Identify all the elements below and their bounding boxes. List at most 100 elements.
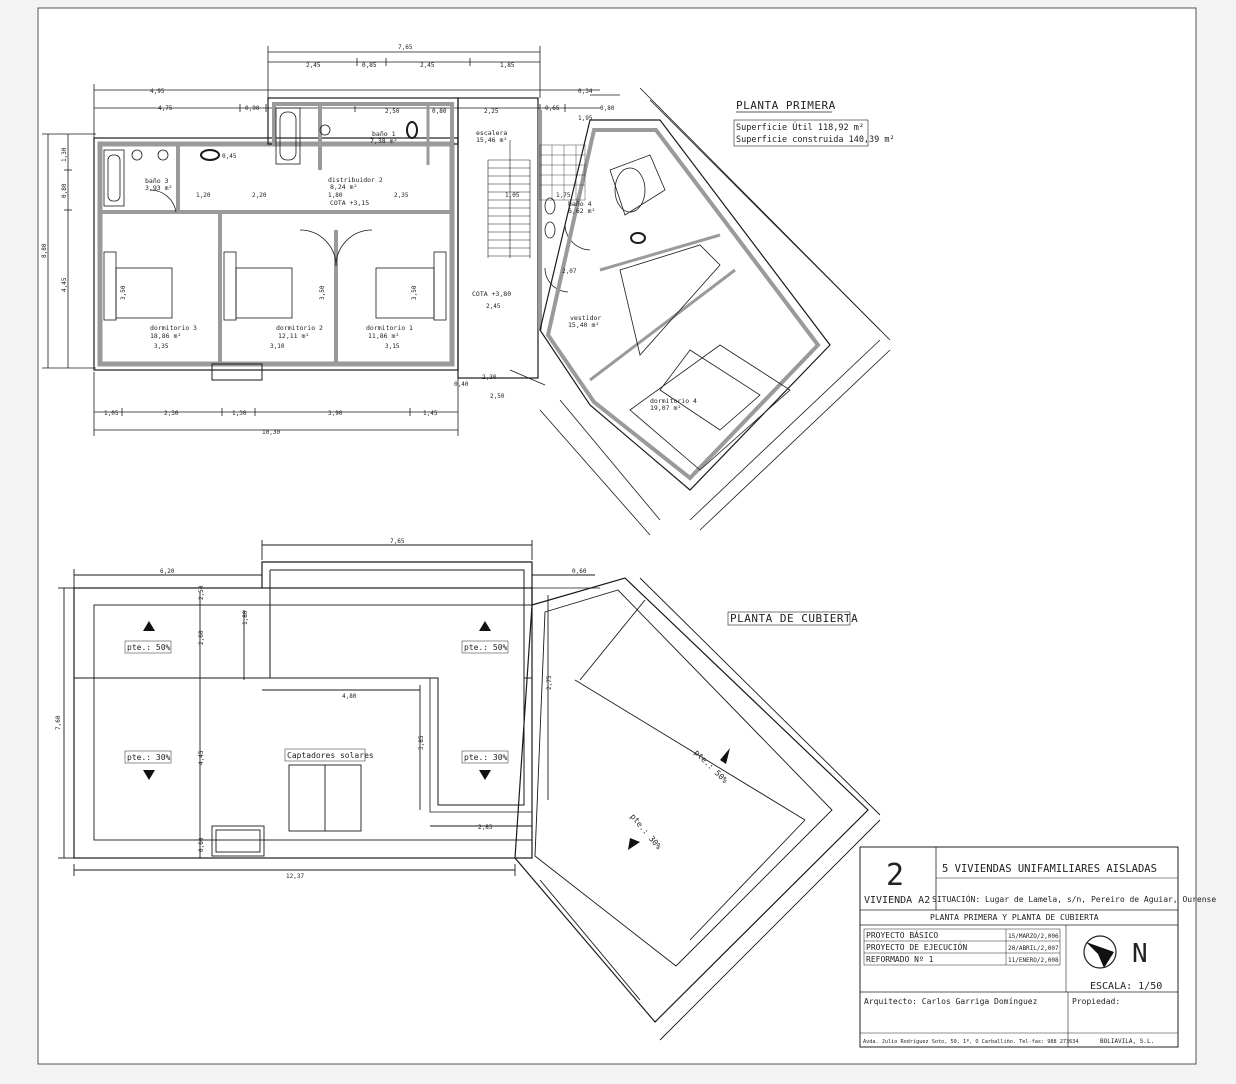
cub-dim-v-275: 2,75 bbox=[546, 675, 553, 690]
dim-left-c: 4,45 bbox=[61, 277, 68, 292]
dim-3-10: 3,10 bbox=[270, 343, 285, 350]
dim-3-50-a: 3,50 bbox=[120, 285, 127, 300]
dim-2-20: 2,20 bbox=[252, 192, 267, 199]
revision-date-1: 15/MARZO/2,006 bbox=[1008, 933, 1059, 940]
dim-1-95: 1,95 bbox=[578, 115, 593, 122]
cub-dim-v-060: 0,60 bbox=[198, 837, 205, 852]
slope-30-right: pte.: 30% bbox=[464, 753, 508, 762]
cub-dim-top-total: 7,65 bbox=[390, 538, 405, 545]
revision-date-2: 20/ABRIL/2,007 bbox=[1008, 945, 1059, 952]
room-bano4: baño 4 bbox=[568, 200, 592, 208]
cub-dim-inner-bottom: 2,85 bbox=[478, 824, 493, 831]
revision-table: PROYECTO BÁSICO 15/MARZO/2,006 PROYECTO … bbox=[863, 928, 1061, 966]
dim-bottom-total: 10,30 bbox=[262, 429, 280, 436]
drawing-number: 2 bbox=[886, 858, 904, 893]
dim-row3-f: 0,65 bbox=[545, 105, 560, 112]
dim-row2-b: 0,34 bbox=[578, 88, 593, 95]
dim-1-05: 1,05 bbox=[505, 192, 520, 199]
slope-arrow-up-right bbox=[479, 621, 491, 631]
revision-label-1: PROYECTO BÁSICO bbox=[866, 929, 938, 940]
dim-2-50: 2,50 bbox=[490, 393, 505, 400]
dim-row2-a: 4,95 bbox=[150, 88, 165, 95]
room-dorm1-area: 11,86 m² bbox=[368, 332, 399, 340]
room-escalera-area: 15,46 m² bbox=[476, 136, 507, 144]
dim-1-80: 1,80 bbox=[328, 192, 343, 199]
room-escalera: escalera bbox=[476, 129, 507, 137]
dim-row3-g: 0,80 bbox=[600, 105, 615, 112]
slope-arrow-down-right bbox=[479, 770, 491, 780]
dim-row3-d: 0,80 bbox=[432, 108, 447, 115]
room-dorm1: dormitorio 1 bbox=[366, 324, 413, 332]
planta-cubierta-labels: PLANTA DE CUBIERTA pte.: 50% pte.: 50% p… bbox=[55, 538, 858, 880]
captadores-solares-label: Captadores solares bbox=[287, 751, 374, 760]
superficie-construida: Superficie construida 140,39 m² bbox=[736, 135, 895, 145]
revision-date-3: 11/ENERO/2,008 bbox=[1008, 957, 1059, 964]
planta-cubierta-title: PLANTA DE CUBIERTA bbox=[730, 612, 858, 625]
cub-dim-v-385: 3,85 bbox=[418, 735, 425, 750]
dim-3-35: 3,35 bbox=[154, 343, 169, 350]
dim-3-15: 3,15 bbox=[385, 343, 400, 350]
dim-left-b: 0,80 bbox=[61, 183, 68, 198]
room-vestidor-area: 15,40 m² bbox=[568, 321, 599, 329]
planta-primera-title: PLANTA PRIMERA bbox=[736, 99, 836, 112]
situacion: SITUACIÓN: Lugar de Lamela, s/n, Pereiro… bbox=[932, 893, 1216, 904]
room-dorm2: dormitorio 2 bbox=[276, 324, 323, 332]
planta-primera-labels: PLANTA PRIMERA Superficie Útil 118,92 m²… bbox=[41, 44, 895, 436]
plano-title: PLANTA PRIMERA Y PLANTA DE CUBIERTA bbox=[930, 913, 1099, 922]
dim-0-45: 0,45 bbox=[222, 153, 237, 160]
dim-bottom-e: 1,45 bbox=[423, 410, 438, 417]
room-distribuidor: distribuidor 2 bbox=[328, 176, 383, 184]
dim-2-35: 2,35 bbox=[394, 192, 409, 199]
room-dorm3: dormitorio 3 bbox=[150, 324, 197, 332]
room-bano1-area: 7,38 m² bbox=[370, 137, 397, 145]
slope-arrow-down-left bbox=[143, 770, 155, 780]
cub-dim-v-180: 1,80 bbox=[242, 610, 249, 625]
cub-dim-bottom-total: 12,37 bbox=[286, 873, 304, 880]
superficie-util: Superficie Útil 118,92 m² bbox=[736, 121, 864, 133]
slope-arrow-angled-bottom bbox=[628, 838, 640, 850]
revision-label-2: PROYECTO DE EJECUCIÓN bbox=[866, 941, 967, 952]
cub-dim-top-right: 0,60 bbox=[572, 568, 587, 575]
dim-row3-a: 4,75 bbox=[158, 105, 173, 112]
dim-2-30: 2,30 bbox=[482, 374, 497, 381]
dim-bottom-c: 1,30 bbox=[232, 410, 247, 417]
dim-top-c: 2,45 bbox=[420, 62, 435, 69]
room-dorm4: dormitorio 4 bbox=[650, 397, 697, 405]
cota-3-80: COTA +3,80 bbox=[472, 290, 511, 298]
dim-top-total: 7,65 bbox=[398, 44, 413, 51]
planta-primera bbox=[42, 46, 891, 536]
north-label: N bbox=[1132, 939, 1148, 969]
room-vestidor: vestidor bbox=[570, 314, 601, 322]
slope-30-left: pte.: 30% bbox=[127, 753, 171, 762]
slope-arrow-angled-top bbox=[720, 748, 730, 764]
dim-1-75: 1,75 bbox=[556, 192, 571, 199]
title-block: 2 VIVIENDA A2 5 VIVIENDAS UNIFAMILIARES … bbox=[859, 846, 1216, 1048]
room-dorm2-area: 12,11 m² bbox=[278, 332, 309, 340]
cub-dim-left-total: 7,60 bbox=[55, 715, 62, 730]
cub-dim-v-260: 2,60 bbox=[198, 630, 205, 645]
dim-top-a: 2,45 bbox=[306, 62, 321, 69]
direccion: Avda. Julio Rodríguez Soto, 50, 1º, O Ca… bbox=[863, 1038, 1079, 1045]
dim-left-a: 1,30 bbox=[61, 147, 68, 162]
escala: ESCALA: 1/50 bbox=[1090, 981, 1162, 992]
arquitecto: Arquitecto: Carlos Garriga Domínguez bbox=[864, 997, 1038, 1006]
dim-2-07: 2,07 bbox=[562, 268, 577, 275]
room-bano4-area: 6,62 m² bbox=[568, 207, 595, 215]
propiedad-label: Propiedad: bbox=[1072, 997, 1120, 1006]
slope-50-left: pte.: 50% bbox=[127, 643, 171, 652]
dim-2-45: 2,45 bbox=[486, 303, 501, 310]
project-title: 5 VIVIENDAS UNIFAMILIARES AISLADAS bbox=[942, 863, 1157, 875]
dim-top-b: 0,85 bbox=[362, 62, 377, 69]
room-dorm4-area: 19,07 m² bbox=[650, 404, 681, 412]
planta-cubierta bbox=[58, 540, 881, 1041]
room-bano1: baño 1 bbox=[372, 130, 396, 138]
dim-3-50-b: 3,50 bbox=[319, 285, 326, 300]
north-arrow-icon bbox=[1083, 935, 1117, 969]
room-dorm3-area: 18,86 m² bbox=[150, 332, 181, 340]
revision-label-3: REFORMADO Nº 1 bbox=[866, 955, 934, 964]
cub-dim-v-250: 2,50 bbox=[198, 585, 205, 600]
dim-bottom-a: 1,05 bbox=[104, 410, 119, 417]
dim-row3-c: 2,50 bbox=[385, 108, 400, 115]
room-bano3-area: 3,93 m² bbox=[145, 184, 172, 192]
